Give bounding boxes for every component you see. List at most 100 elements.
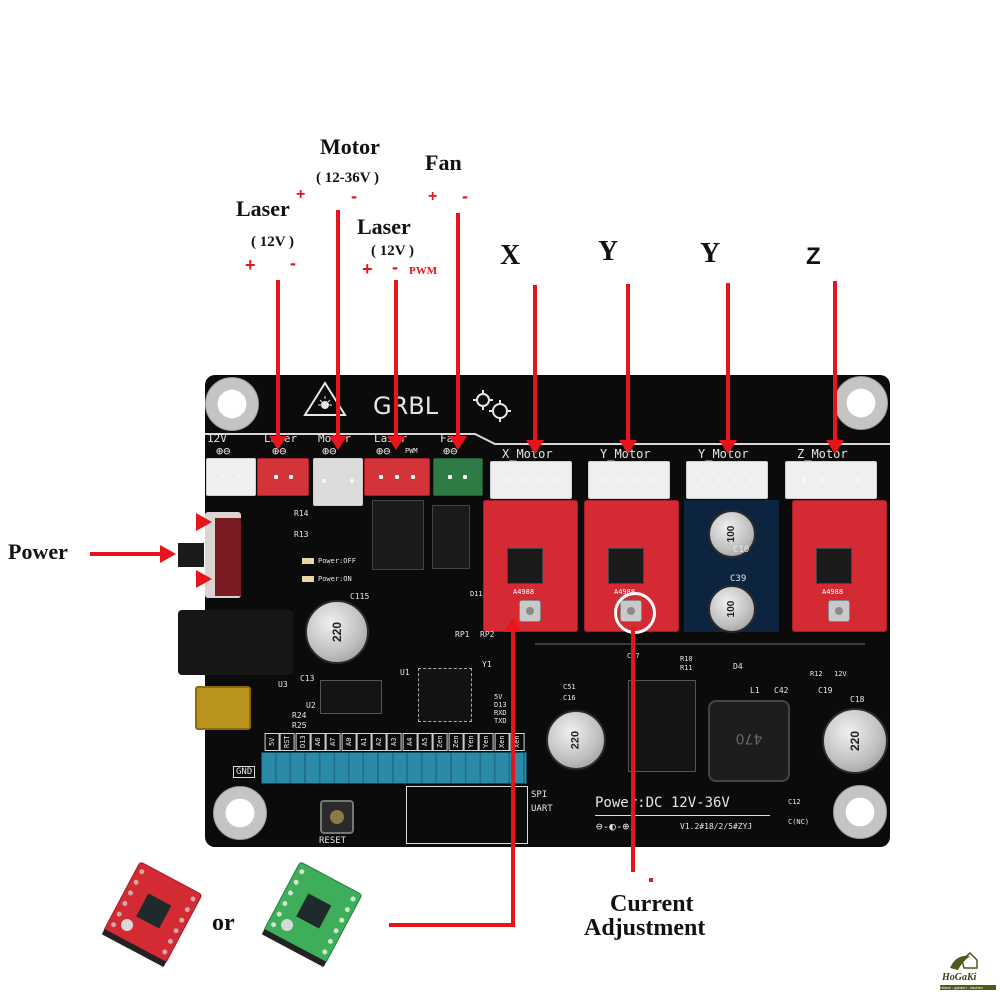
fan-callout-title: Fan xyxy=(425,150,462,175)
pin-label: RST xyxy=(280,733,295,751)
silk-u1: U1 xyxy=(400,668,410,677)
mini-usb-port[interactable] xyxy=(195,686,251,730)
watermark-tagline: Home - garden - kitchen xyxy=(940,985,996,990)
status-led-label-5v: 5V xyxy=(494,693,503,701)
axis-label-y2: Y xyxy=(700,238,721,269)
pin-label: 5V xyxy=(265,733,280,751)
inductor-l1: 470 xyxy=(708,700,790,782)
connector-motor[interactable] xyxy=(313,458,363,506)
motor-callout-title: Motor xyxy=(320,134,380,159)
pin-label: Zen xyxy=(433,733,448,751)
laser-right-callout-voltage: ( 12V ) xyxy=(371,243,415,259)
mounting-hole-bottom-left xyxy=(213,786,267,840)
laser-right-callout-title: Laser xyxy=(357,214,411,239)
power-on-led xyxy=(302,576,314,582)
usb-serial-chip xyxy=(320,680,382,714)
pin-label: A5 xyxy=(418,733,433,751)
arrow-motor xyxy=(336,210,340,440)
reset-button[interactable] xyxy=(320,800,354,834)
pin-label: A2 xyxy=(372,733,387,751)
pin-header[interactable] xyxy=(261,752,527,784)
silk-r10: R10 xyxy=(680,655,693,663)
motor-connector-x[interactable] xyxy=(490,461,572,499)
arrowhead-power-switch-bottom xyxy=(196,570,212,588)
pin-label: A7 xyxy=(326,733,341,751)
silk-c10: C10 xyxy=(733,545,750,555)
driver-model-label: A4988 xyxy=(614,588,636,596)
connector-fan[interactable] xyxy=(433,458,483,496)
capacitor-c115: 220 xyxy=(305,600,369,664)
silkscreen-outline xyxy=(205,433,890,445)
stepper-driver-z: A4988 xyxy=(792,500,887,632)
pin-label: A3 xyxy=(387,733,402,751)
silk-c16: C16 xyxy=(563,694,576,702)
arrowhead-y2-motor xyxy=(719,440,737,454)
connector-laser-pwm[interactable] xyxy=(364,458,430,496)
connector-12v[interactable] xyxy=(206,458,256,496)
mounting-hole-bottom-right xyxy=(833,785,887,839)
current-adjustment-highlight xyxy=(614,592,656,634)
status-led-label-rxd: RXD xyxy=(494,709,507,717)
pin-label: Xen xyxy=(494,733,510,751)
motor-connector-y1[interactable] xyxy=(588,461,670,499)
silk-gnd: GND xyxy=(233,766,256,778)
arrowhead-motor xyxy=(329,436,347,450)
silk-reset: RESET xyxy=(319,836,347,846)
spi-uart-header[interactable] xyxy=(406,786,528,844)
silk-r14: R14 xyxy=(294,509,309,518)
connector-laser[interactable] xyxy=(257,458,309,496)
silk-c42: C42 xyxy=(774,686,789,695)
dc-polarity-symbol: ⊖-◐-⊕ xyxy=(596,820,630,833)
motor-connector-y2[interactable] xyxy=(686,461,768,499)
silk-c51: C51 xyxy=(563,683,576,691)
laser-warning-icon xyxy=(303,381,347,416)
connector-symbols-laser-pwm: ⊕⊖ xyxy=(376,444,391,458)
fan-minus-sign: - xyxy=(462,186,468,206)
motor-connector-label-y1: Y_Motor xyxy=(600,447,651,461)
stepper-driver-x: A4988 xyxy=(483,500,578,632)
arrow-y1-motor xyxy=(626,284,630,442)
motor-plus-sign: + xyxy=(296,186,306,203)
pin-label: A4 xyxy=(402,733,418,751)
arrow-x-motor xyxy=(533,285,537,442)
arrow-power xyxy=(90,552,162,556)
silk-r13: R13 xyxy=(294,530,309,539)
voltage-regulator-1 xyxy=(372,500,424,570)
driver-model-label: A4988 xyxy=(822,588,844,596)
silk-r11: R11 xyxy=(680,664,693,672)
laser-right-plus-sign: + xyxy=(362,259,373,279)
current-potentiometer[interactable] xyxy=(828,600,850,622)
silk-spi: SPI xyxy=(531,790,548,800)
silk-l1: L1 xyxy=(750,686,760,695)
capacitor-c39: 100 xyxy=(708,585,756,633)
dc-power-jack[interactable] xyxy=(178,610,293,675)
silk-c39: C39 xyxy=(730,574,747,584)
arrowhead-z-motor xyxy=(826,440,844,454)
silk-power-on: Power:ON xyxy=(318,575,352,583)
arrow-fan xyxy=(456,213,460,440)
pin-header-labels: 5V RST D13 A6 A7 A0 A1 A2 A3 A4 A5 Zen Z… xyxy=(265,733,525,751)
current-adjustment-label-line2: Adjustment xyxy=(584,915,706,941)
current-potentiometer[interactable] xyxy=(519,600,541,622)
current-adjustment-label-line1: Current xyxy=(610,891,694,917)
pin-label: D13 xyxy=(295,733,311,751)
arrow-z-motor xyxy=(833,281,837,442)
arrowhead-y1-motor xyxy=(619,440,637,454)
axis-label-y1: Y xyxy=(598,236,619,267)
gears-icon xyxy=(473,390,511,422)
arrowhead-power xyxy=(160,545,176,563)
capacitor-left-220uf: 220 xyxy=(546,710,606,770)
driver-model-label: A4988 xyxy=(513,588,535,596)
connector-pwm-tag: PWM xyxy=(405,447,418,455)
silk-power-off: Power:OFF xyxy=(318,557,356,565)
mounting-hole-top-left xyxy=(205,377,259,431)
arrow-driver-alternatives-horizontal xyxy=(389,923,515,927)
power-switch-lever[interactable] xyxy=(178,543,204,567)
motor-connector-z[interactable] xyxy=(785,461,877,499)
arrow-current-adjustment xyxy=(631,627,635,872)
arrow-laser-right xyxy=(394,280,398,440)
power-callout-label: Power xyxy=(8,539,68,564)
silk-uart: UART xyxy=(531,804,553,814)
power-off-led xyxy=(302,558,314,564)
current-adjustment-dot xyxy=(649,878,653,882)
